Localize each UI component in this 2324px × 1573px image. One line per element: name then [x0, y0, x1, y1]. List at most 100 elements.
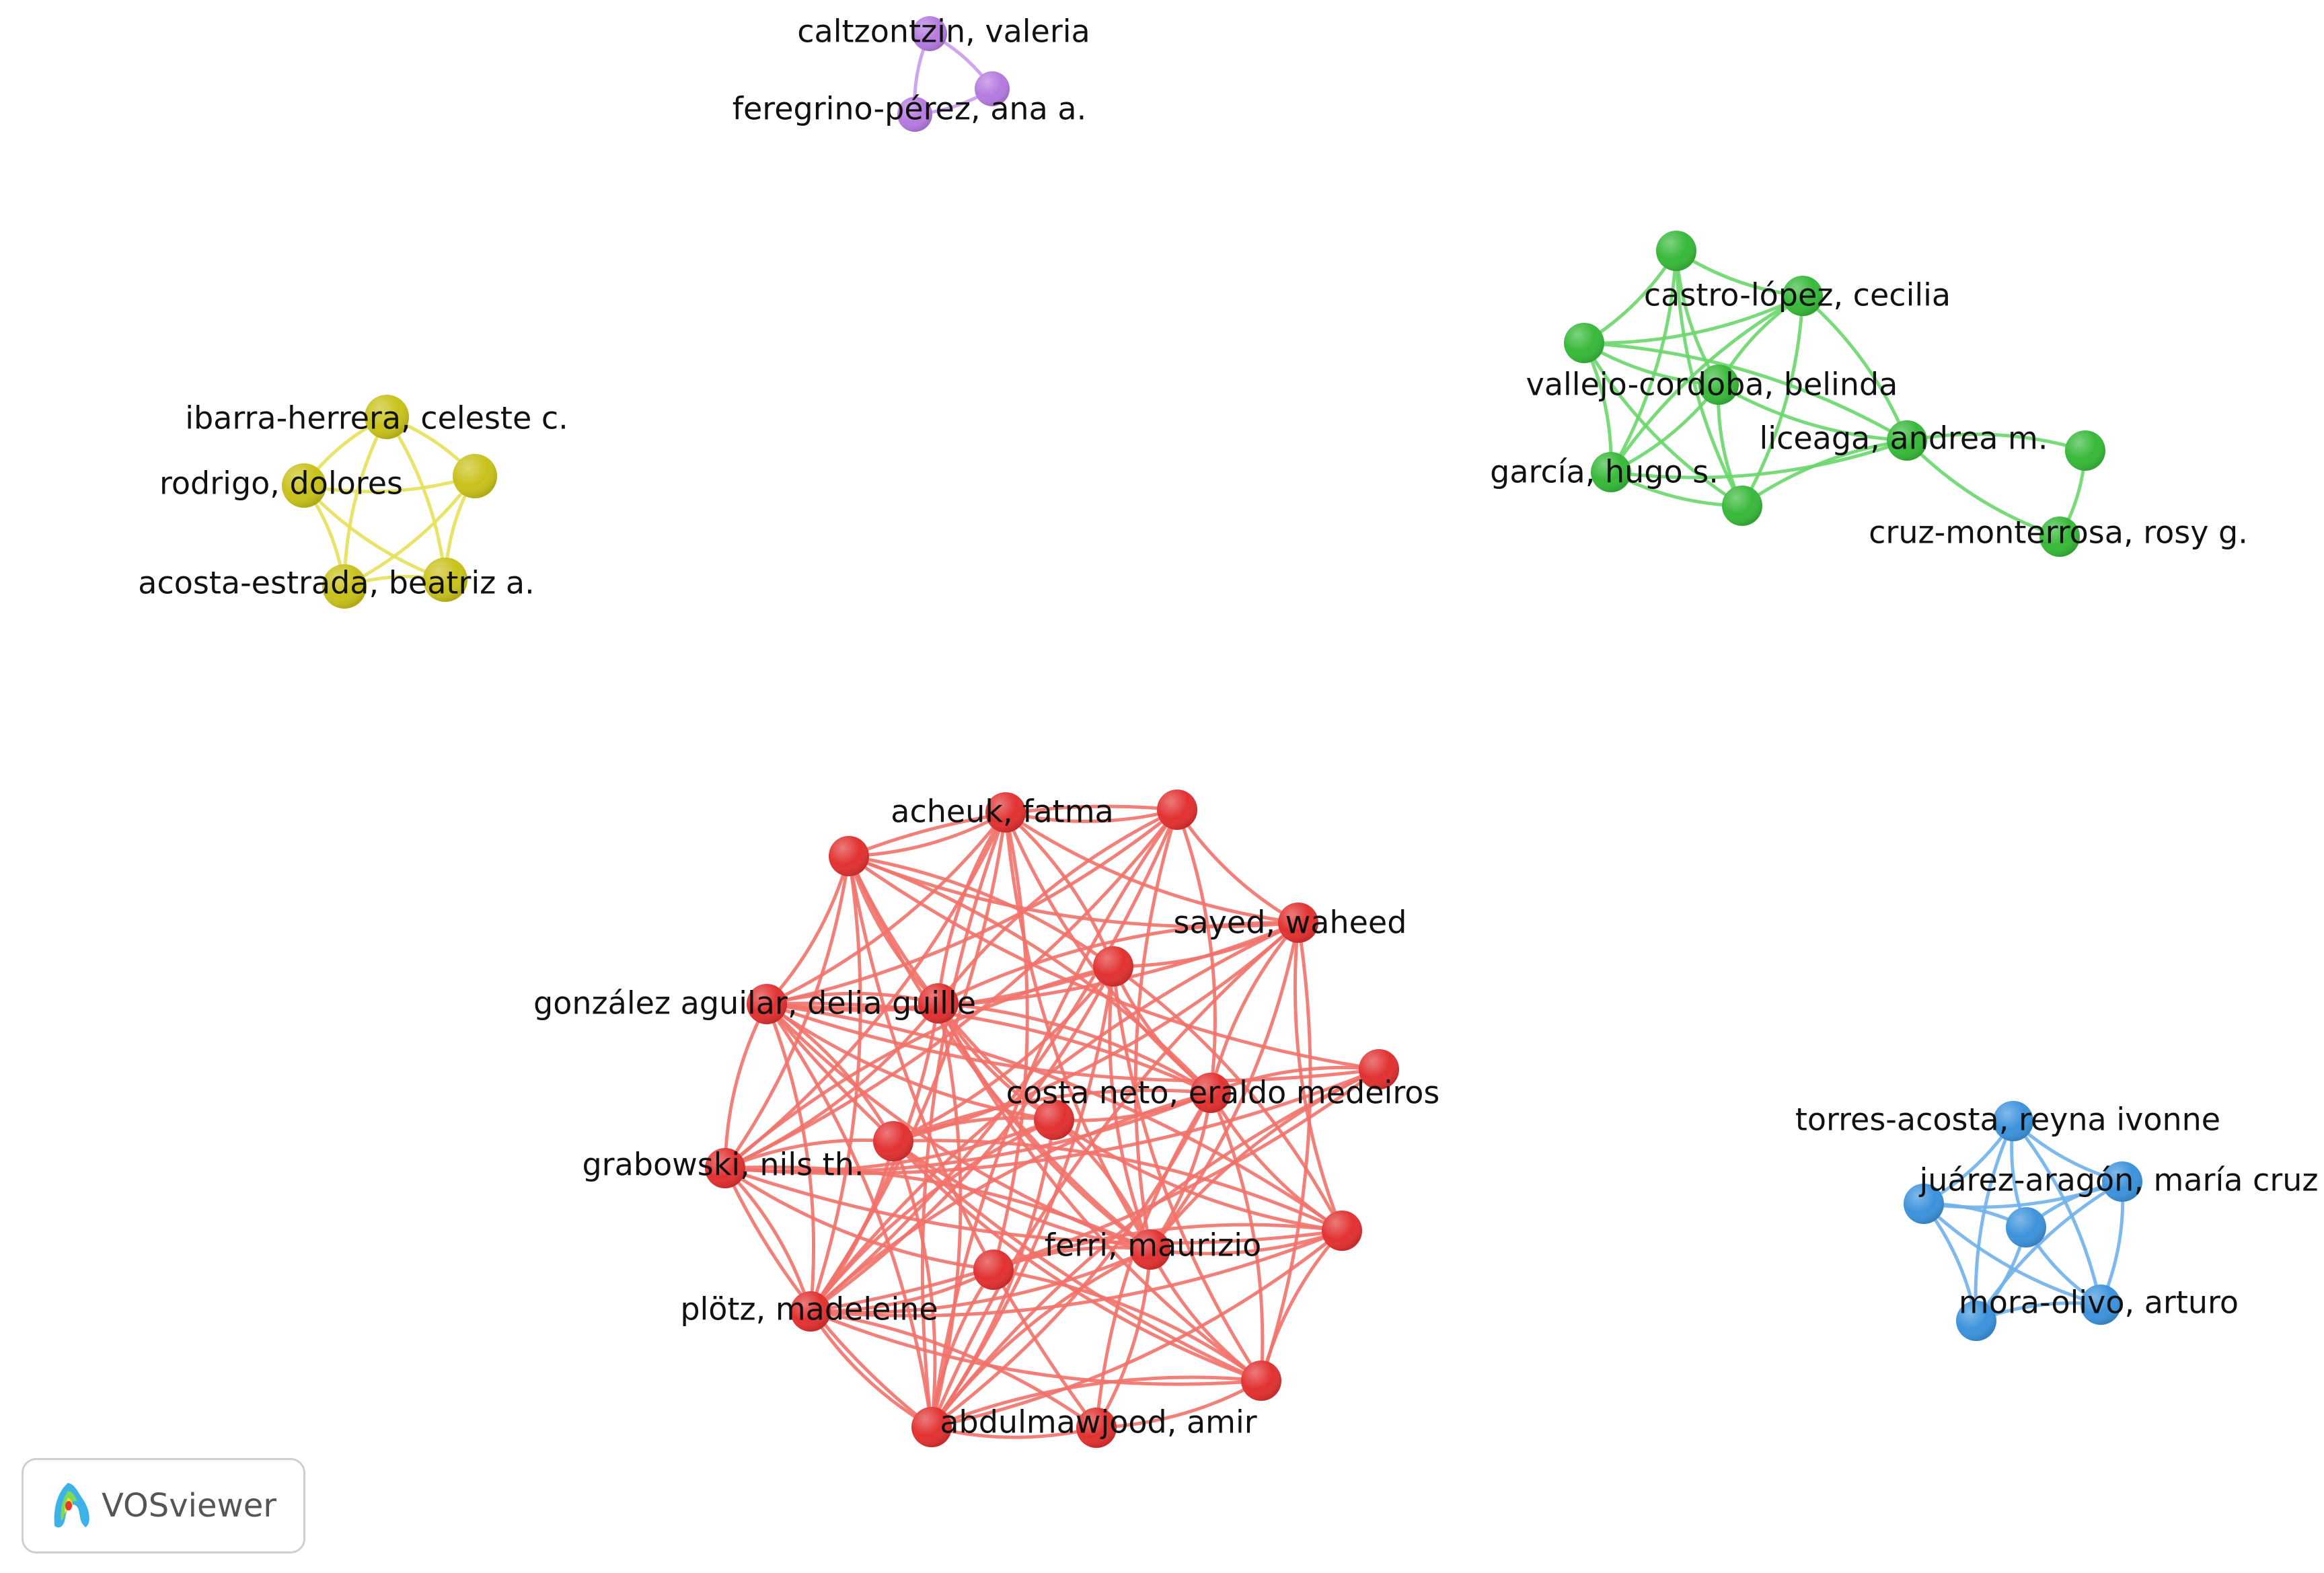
node-label-r14[interactable]: ferri, maurizio — [1045, 1227, 1261, 1264]
node-r10[interactable] — [1034, 1100, 1074, 1140]
node-label-r4[interactable]: sayed, waheed — [1174, 905, 1407, 941]
node-g9[interactable] — [2039, 516, 2080, 557]
node-b6[interactable] — [1956, 1301, 1996, 1341]
node-shine-g1 — [1656, 231, 1696, 271]
link-r4-r17 — [1259, 922, 1312, 1381]
link-r4-r9 — [1209, 921, 1300, 1094]
link-r13-r14 — [1150, 1229, 1343, 1256]
node-shine-r12 — [705, 1148, 745, 1188]
link-r3-r4 — [848, 854, 1299, 929]
node-label-b1[interactable]: torres-acosta, reyna ivonne — [1795, 1102, 2220, 1138]
node-p3[interactable] — [897, 97, 932, 132]
node-label-g2[interactable]: castro-lópez, cecilia — [1644, 277, 1951, 313]
node-r2[interactable] — [985, 792, 1026, 833]
link-r8-r16 — [810, 1067, 1380, 1313]
link-r6-r10 — [936, 1002, 1055, 1122]
node-r5[interactable] — [1093, 946, 1133, 987]
node-shine-r2 — [985, 792, 1026, 833]
node-label-r12[interactable]: grabowski, nils th. — [582, 1147, 864, 1183]
node-shine-g4 — [1698, 365, 1739, 405]
node-y5[interactable] — [322, 564, 367, 609]
link-r4-r6 — [937, 921, 1299, 1005]
node-shine-r14 — [1130, 1229, 1170, 1270]
node-b4[interactable] — [2006, 1207, 2046, 1248]
node-p2[interactable] — [975, 71, 1010, 106]
link-g2-g8 — [1740, 295, 1805, 507]
node-y3[interactable] — [282, 463, 326, 508]
node-p1[interactable] — [912, 16, 947, 51]
node-r12[interactable] — [705, 1148, 745, 1188]
node-shine-r1 — [1157, 790, 1197, 830]
node-label-r7[interactable]: gonzález aguilar, delia guille — [533, 985, 976, 1022]
node-shine-g3 — [1564, 323, 1604, 363]
node-label-p1[interactable]: caltzontzin, valeria — [797, 13, 1090, 50]
node-shine-p2 — [975, 71, 1010, 106]
node-label-g4[interactable]: vallejo-cordoba, belinda — [1526, 367, 1898, 403]
node-g2[interactable] — [1783, 276, 1823, 316]
node-shine-r18 — [1076, 1408, 1117, 1448]
node-g6[interactable] — [2065, 430, 2105, 471]
node-y1[interactable] — [365, 395, 409, 439]
node-r18[interactable] — [1076, 1408, 1117, 1448]
node-label-y3[interactable]: rodrigo, dolores — [159, 465, 403, 502]
link-r12-r14 — [724, 1165, 1152, 1252]
link-r16-r17 — [810, 1309, 1262, 1386]
link-r10-r19 — [930, 1119, 1056, 1428]
node-r4[interactable] — [1278, 903, 1318, 943]
node-label-r19[interactable]: abdulmawjood, amir — [940, 1404, 1257, 1441]
node-r1[interactable] — [1157, 790, 1197, 830]
node-label-b5[interactable]: mora-olivo, arturo — [1959, 1284, 2239, 1321]
node-b2[interactable] — [2102, 1161, 2142, 1202]
node-r6[interactable] — [918, 983, 959, 1024]
node-r14[interactable] — [1130, 1229, 1170, 1270]
node-label-r2[interactable]: acheuk, fatma — [891, 794, 1113, 830]
node-g8[interactable] — [1722, 486, 1762, 526]
node-label-r16[interactable]: plötz, madeleine — [680, 1291, 938, 1328]
node-shine-b3 — [1904, 1184, 1944, 1224]
node-r17[interactable] — [1241, 1360, 1281, 1401]
node-r15[interactable] — [973, 1250, 1014, 1290]
node-g5[interactable] — [1887, 420, 1927, 461]
node-g3[interactable] — [1564, 323, 1604, 363]
link-r14-r17 — [1148, 1248, 1263, 1383]
node-b3[interactable] — [1904, 1184, 1944, 1224]
node-label-y4[interactable]: acosta-estrada, beatriz a. — [138, 565, 534, 601]
link-g2-g3 — [1583, 294, 1804, 345]
node-label-g9[interactable]: cruz-monterrosa, rosy g. — [1869, 514, 2248, 551]
node-g1[interactable] — [1656, 231, 1696, 271]
node-r16[interactable] — [790, 1291, 831, 1332]
link-r7-r10 — [765, 1002, 1055, 1122]
node-label-g5[interactable]: liceaga, andrea m. — [1760, 420, 2048, 457]
node-r19[interactable] — [911, 1407, 952, 1447]
link-g1-g7 — [1609, 250, 1678, 473]
node-shine-r5 — [1093, 946, 1133, 987]
node-r11[interactable] — [873, 1121, 913, 1161]
node-shine-r19 — [911, 1407, 952, 1447]
node-shine-g7 — [1591, 452, 1631, 492]
node-r9[interactable] — [1191, 1073, 1231, 1113]
node-shine-y1 — [365, 395, 409, 439]
link-r13-r17 — [1259, 1229, 1343, 1381]
node-shine-b6 — [1956, 1301, 1996, 1341]
node-y4[interactable] — [423, 558, 467, 602]
link-r6-r17 — [936, 1002, 1263, 1383]
node-r3[interactable] — [829, 836, 869, 876]
node-r13[interactable] — [1322, 1211, 1362, 1251]
node-b1[interactable] — [1993, 1101, 2033, 1141]
node-y2[interactable] — [453, 454, 497, 498]
node-label-r9[interactable]: costa neto, eraldo medeiros — [1006, 1075, 1440, 1111]
node-r7[interactable] — [747, 984, 787, 1024]
node-g4[interactable] — [1698, 365, 1739, 405]
node-label-y1[interactable]: ibarra-herrera, celeste c. — [185, 400, 568, 436]
link-r14-r19 — [930, 1248, 1152, 1428]
node-label-g7[interactable]: garcía, hugo s. — [1490, 454, 1719, 490]
node-r8[interactable] — [1359, 1049, 1399, 1089]
node-g7[interactable] — [1591, 452, 1631, 492]
node-label-b2[interactable]: juárez-aragón, maría cruz — [1918, 1162, 2318, 1198]
link-g5-g8 — [1741, 438, 1908, 508]
node-label-p3[interactable]: feregrino-pérez, ana a. — [733, 91, 1086, 127]
node-b5[interactable] — [2081, 1284, 2121, 1325]
links-layer — [302, 32, 2125, 1439]
link-r14-r16 — [810, 1248, 1152, 1315]
